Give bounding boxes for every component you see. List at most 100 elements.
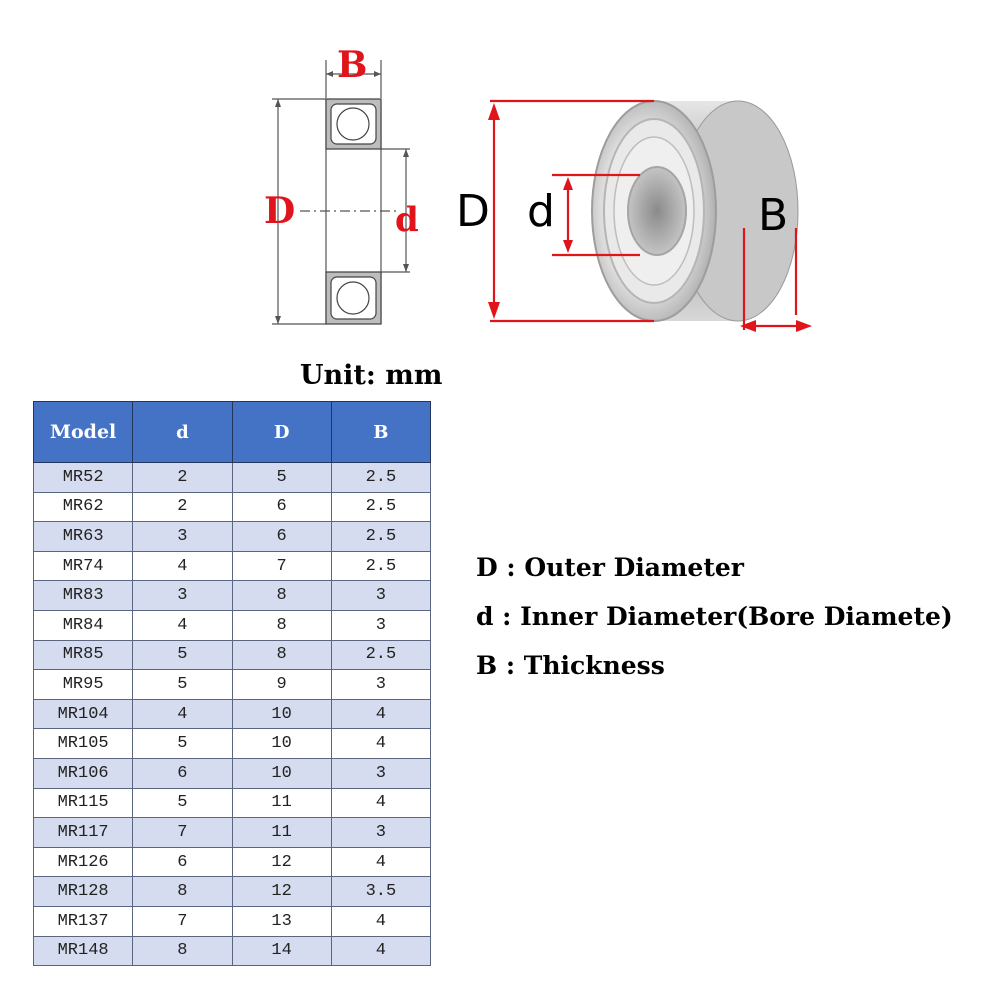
header-outer-diameter: D: [231, 401, 332, 463]
cell-outer-diameter: 6: [231, 491, 332, 523]
cell-model: MR85: [32, 639, 134, 671]
cell-thickness: 4: [330, 728, 432, 759]
table-header-row: Model d D B: [32, 401, 432, 463]
cell-inner-diameter: 4: [132, 550, 233, 582]
cell-outer-diameter: 6: [231, 521, 332, 552]
cell-inner-diameter: 4: [132, 698, 233, 730]
cell-model: MR117: [32, 817, 134, 848]
cell-outer-diameter: 12: [231, 846, 332, 878]
cell-inner-diameter: 6: [132, 846, 233, 878]
cell-model: MR148: [32, 935, 134, 967]
cell-model: MR95: [32, 669, 134, 700]
cell-outer-diameter: 8: [231, 580, 332, 611]
cell-thickness: 4: [330, 846, 432, 878]
bearing-photo-illustration: [488, 99, 812, 332]
cell-inner-diameter: 7: [132, 817, 233, 848]
cell-model: MR52: [32, 462, 134, 493]
header-inner-diameter: d: [132, 401, 233, 463]
cell-thickness: 4: [330, 698, 432, 730]
cell-outer-diameter: 11: [231, 787, 332, 819]
cell-outer-diameter: 10: [231, 698, 332, 730]
cell-outer-diameter: 10: [231, 757, 332, 789]
bearing-cross-section-diagram: [272, 60, 410, 325]
left-inner-diameter-label: d: [395, 200, 419, 240]
cell-outer-diameter: 11: [231, 817, 332, 848]
cell-thickness: 3: [330, 817, 432, 848]
cell-inner-diameter: 2: [132, 491, 233, 523]
cell-inner-diameter: 5: [132, 669, 233, 700]
cell-inner-diameter: 4: [132, 609, 233, 641]
cell-model: MR137: [32, 905, 134, 937]
cell-model: MR74: [32, 550, 134, 582]
cell-inner-diameter: 3: [132, 521, 233, 552]
left-width-label: B: [337, 44, 368, 86]
cell-outer-diameter: 13: [231, 905, 332, 937]
unit-label: Unit: mm: [300, 360, 443, 391]
cell-outer-diameter: 7: [231, 550, 332, 582]
cell-model: MR105: [32, 728, 134, 759]
cell-thickness: 2.5: [330, 550, 432, 582]
cell-thickness: 4: [330, 787, 432, 819]
cell-inner-diameter: 8: [132, 876, 233, 907]
cell-inner-diameter: 3: [132, 580, 233, 611]
cell-model: MR115: [32, 787, 134, 819]
legend-outer-diameter: D : Outer Diameter: [476, 553, 744, 582]
cell-inner-diameter: 8: [132, 935, 233, 967]
right-inner-diameter-label: d: [527, 186, 555, 237]
cell-thickness: 4: [330, 935, 432, 967]
cell-outer-diameter: 8: [231, 639, 332, 671]
legend-inner-diameter: d : Inner Diameter(Bore Diamete): [476, 602, 953, 631]
cell-thickness: 2.5: [330, 462, 432, 493]
cell-inner-diameter: 7: [132, 905, 233, 937]
right-width-label: B: [758, 190, 789, 241]
cell-inner-diameter: 2: [132, 462, 233, 493]
cell-model: MR84: [32, 609, 134, 641]
cell-thickness: 3: [330, 609, 432, 641]
cell-model: MR63: [32, 521, 134, 552]
header-thickness: B: [330, 401, 432, 463]
cell-thickness: 2.5: [330, 521, 432, 552]
cell-inner-diameter: 6: [132, 757, 233, 789]
right-outer-diameter-label: D: [456, 186, 490, 237]
cell-thickness: 3: [330, 580, 432, 611]
cell-inner-diameter: 5: [132, 728, 233, 759]
cell-outer-diameter: 9: [231, 669, 332, 700]
header-model: Model: [32, 401, 134, 463]
cell-inner-diameter: 5: [132, 787, 233, 819]
cell-model: MR106: [32, 757, 134, 789]
cell-outer-diameter: 8: [231, 609, 332, 641]
cell-model: MR126: [32, 846, 134, 878]
cell-model: MR62: [32, 491, 134, 523]
cell-inner-diameter: 5: [132, 639, 233, 671]
cell-model: MR128: [32, 876, 134, 907]
cell-outer-diameter: 10: [231, 728, 332, 759]
cell-thickness: 3: [330, 669, 432, 700]
left-outer-diameter-label: D: [264, 190, 296, 232]
cell-model: MR83: [32, 580, 134, 611]
legend-thickness: B : Thickness: [476, 651, 665, 680]
cell-model: MR104: [32, 698, 134, 730]
cell-outer-diameter: 14: [231, 935, 332, 967]
cell-thickness: 4: [330, 905, 432, 937]
cell-thickness: 2.5: [330, 491, 432, 523]
cell-outer-diameter: 5: [231, 462, 332, 493]
